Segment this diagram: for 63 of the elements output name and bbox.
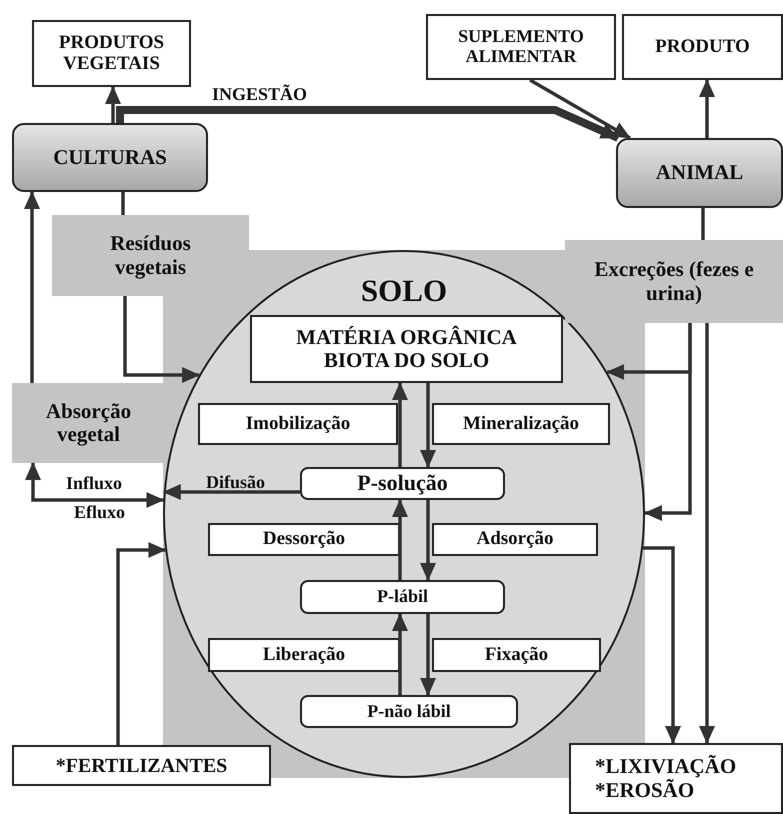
arrow (699, 79, 715, 138)
arrow (162, 484, 300, 500)
node-label: Liberação (262, 644, 346, 666)
arrow (643, 546, 681, 744)
node-label: PRODUTO (655, 36, 750, 58)
edge-label: INGESTÃO (212, 84, 308, 105)
process-box (432, 523, 598, 556)
node-label: *EROSÃO (595, 778, 694, 802)
node-label: P-lábil (376, 587, 428, 607)
arrow (420, 614, 436, 696)
arrow (644, 323, 692, 521)
node-label: SUPLEMENTO ALIMENTAR (457, 27, 585, 67)
node-label: Adsorção (476, 529, 554, 550)
node-label: P-não lábil (367, 702, 451, 722)
process-box (208, 638, 400, 672)
arrow (392, 382, 408, 467)
node-label: *LIXIVIAÇÃO (595, 755, 736, 778)
process-box (432, 403, 610, 445)
arrow (25, 462, 164, 508)
arrow (392, 499, 408, 580)
edge-label: Influxo (66, 473, 122, 494)
arrow (105, 86, 121, 123)
node-label: P-solução (357, 471, 448, 496)
arrow (24, 191, 40, 383)
node-label: ANIMAL (656, 161, 744, 185)
shaded-box (12, 383, 165, 463)
rounded-box (300, 467, 505, 500)
process-box (250, 315, 563, 383)
arrow (420, 383, 436, 468)
arrow (123, 296, 200, 383)
node-label: *FERTILIZANTES (56, 754, 228, 776)
rounded-box (12, 123, 208, 192)
process-box (198, 403, 398, 445)
node-label: Mineralização (462, 414, 580, 434)
arrow (392, 613, 408, 695)
process-box (622, 14, 783, 80)
node-label: Imobilização (246, 414, 350, 434)
process-box (208, 523, 400, 556)
node-label: Dessorção (262, 529, 346, 550)
edge-label: Difusão (206, 472, 266, 493)
node-label: Excreções (fezes e urina) (593, 258, 755, 305)
process-box (32, 20, 191, 87)
rounded-box (300, 580, 505, 614)
arrow (420, 500, 436, 581)
node-label: Resíduos vegetais (109, 232, 192, 279)
process-box (432, 638, 601, 672)
heading: SOLO (360, 274, 448, 308)
rounded-box (300, 695, 518, 728)
shaded-box (52, 215, 249, 296)
node-label: Fixação (484, 644, 548, 666)
node-label: PRODUTOS VEGETAIS (58, 32, 166, 74)
process-box (12, 745, 271, 786)
node-label: CULTURAS (53, 146, 167, 170)
flow-label: Efluxo (74, 502, 126, 523)
arrow (116, 106, 620, 142)
rounded-box (616, 138, 783, 208)
node-label: MATÉRIA ORGÂNICA BIOTA DO SOLO (295, 326, 518, 372)
arrow (116, 542, 166, 745)
process-box (569, 743, 783, 814)
arrow (699, 323, 715, 744)
node-label: Absorção vegetal (44, 400, 132, 446)
process-box (426, 14, 616, 80)
shaded-box (565, 240, 783, 323)
